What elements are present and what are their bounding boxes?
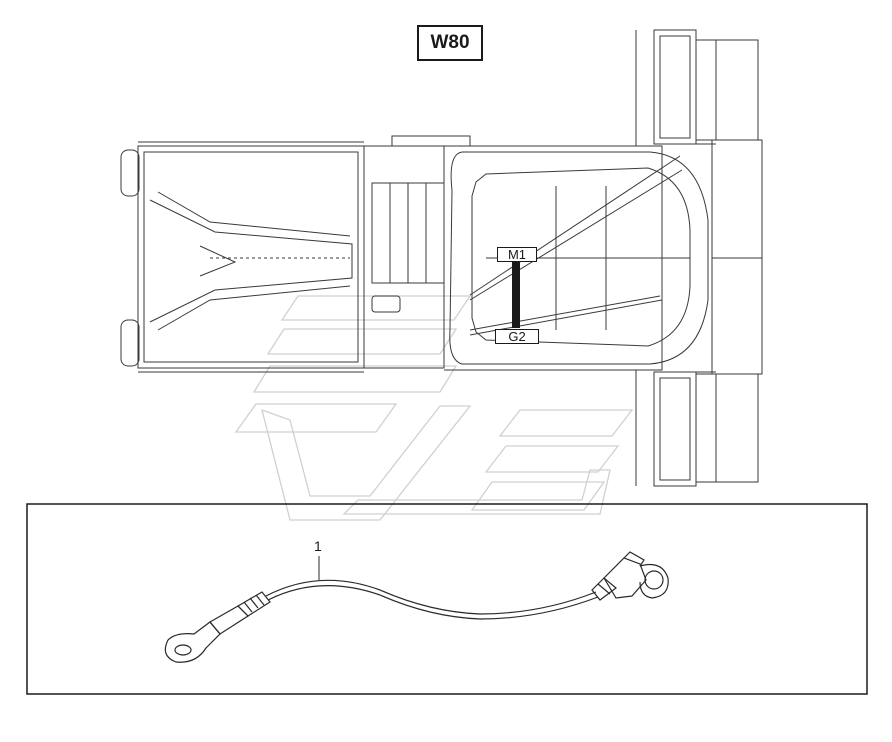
battery-cable [164, 551, 669, 663]
part-callout-1: 1 [314, 538, 322, 554]
vehicle-frame [120, 29, 763, 487]
connector-label-g2: G2 [495, 329, 539, 344]
diagram-title: W80 [417, 25, 483, 61]
battery-cable-route [512, 262, 520, 328]
watermark-logo [234, 295, 634, 521]
connector-label-m1: M1 [497, 247, 537, 262]
detail-frame [26, 503, 868, 695]
